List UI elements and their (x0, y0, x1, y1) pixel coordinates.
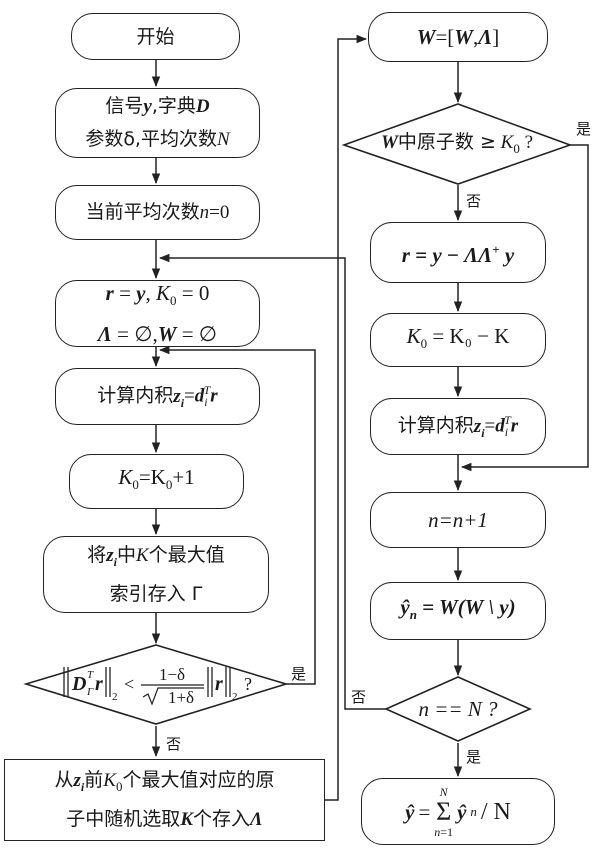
merge-node: W=[W,Λ] (368, 12, 548, 62)
inner-product-node-right: 计算内积zi=diTr (370, 398, 546, 455)
svg-text:T: T (87, 669, 94, 681)
k0-update-node: K0 = K₀ − K (370, 313, 546, 367)
svg-text:r: r (95, 673, 103, 695)
input-node: 信号y,字典D 参数δ,平均次数N (55, 88, 260, 158)
cond-numerator: 1−δ (159, 665, 185, 684)
count-init-node: 当前平均次数n=0 (55, 185, 260, 240)
svg-text:2: 2 (232, 691, 238, 703)
svg-text:Γ: Γ (86, 686, 94, 698)
svg-text:D: D (71, 673, 86, 695)
random-select-node: 从zi前K0个最大值对应的原 子中随机选取K个存入Λ (4, 759, 325, 841)
right-yes-label: 是 (576, 118, 591, 139)
n-increment-label: n=n+1 (428, 504, 488, 536)
right-no-label: 否 (466, 190, 481, 211)
input-line-1: 信号y,字典D (105, 90, 209, 123)
left-no-label: 否 (166, 733, 181, 754)
yn-estimate-node: ŷn = W(W \ y) (370, 582, 546, 640)
n-increment-node: n=n+1 (370, 492, 546, 548)
right-yes2-label: 是 (466, 746, 481, 767)
start-label: 开始 (136, 21, 174, 53)
right-no2-label: 否 (351, 686, 366, 707)
left-yes-label: 是 (291, 663, 306, 684)
final-condition-label: n == N ? (418, 693, 497, 725)
start-node: 开始 (71, 13, 240, 60)
cond-denominator: 1+δ (168, 688, 194, 707)
inner-product-node-left: 计算内积zi=diTr (55, 368, 260, 425)
svg-text:<: < (124, 674, 134, 694)
select-top-k-node: 将zi中K个最大值 索引存入 Γ (43, 536, 269, 613)
cond-question: ? (244, 674, 252, 694)
svg-text:2: 2 (112, 691, 118, 703)
residual-init-node: r = y, K0 = 0 Λ = ∅,W = ∅ (55, 280, 260, 347)
residual-update-node: r = y − ΛΛ+ y (370, 222, 546, 283)
input-line-2: 参数δ,平均次数N (85, 123, 229, 156)
n-equals-N-condition: n == N ? (398, 693, 518, 725)
atom-count-condition: W中原子数 ≥ K0 ? (350, 129, 564, 161)
average-output-node: ŷ = N Σ n=1 ŷn / N (361, 778, 555, 845)
svg-text:r: r (215, 673, 223, 695)
k0-increment-node: K0=K0+1 (69, 454, 244, 509)
